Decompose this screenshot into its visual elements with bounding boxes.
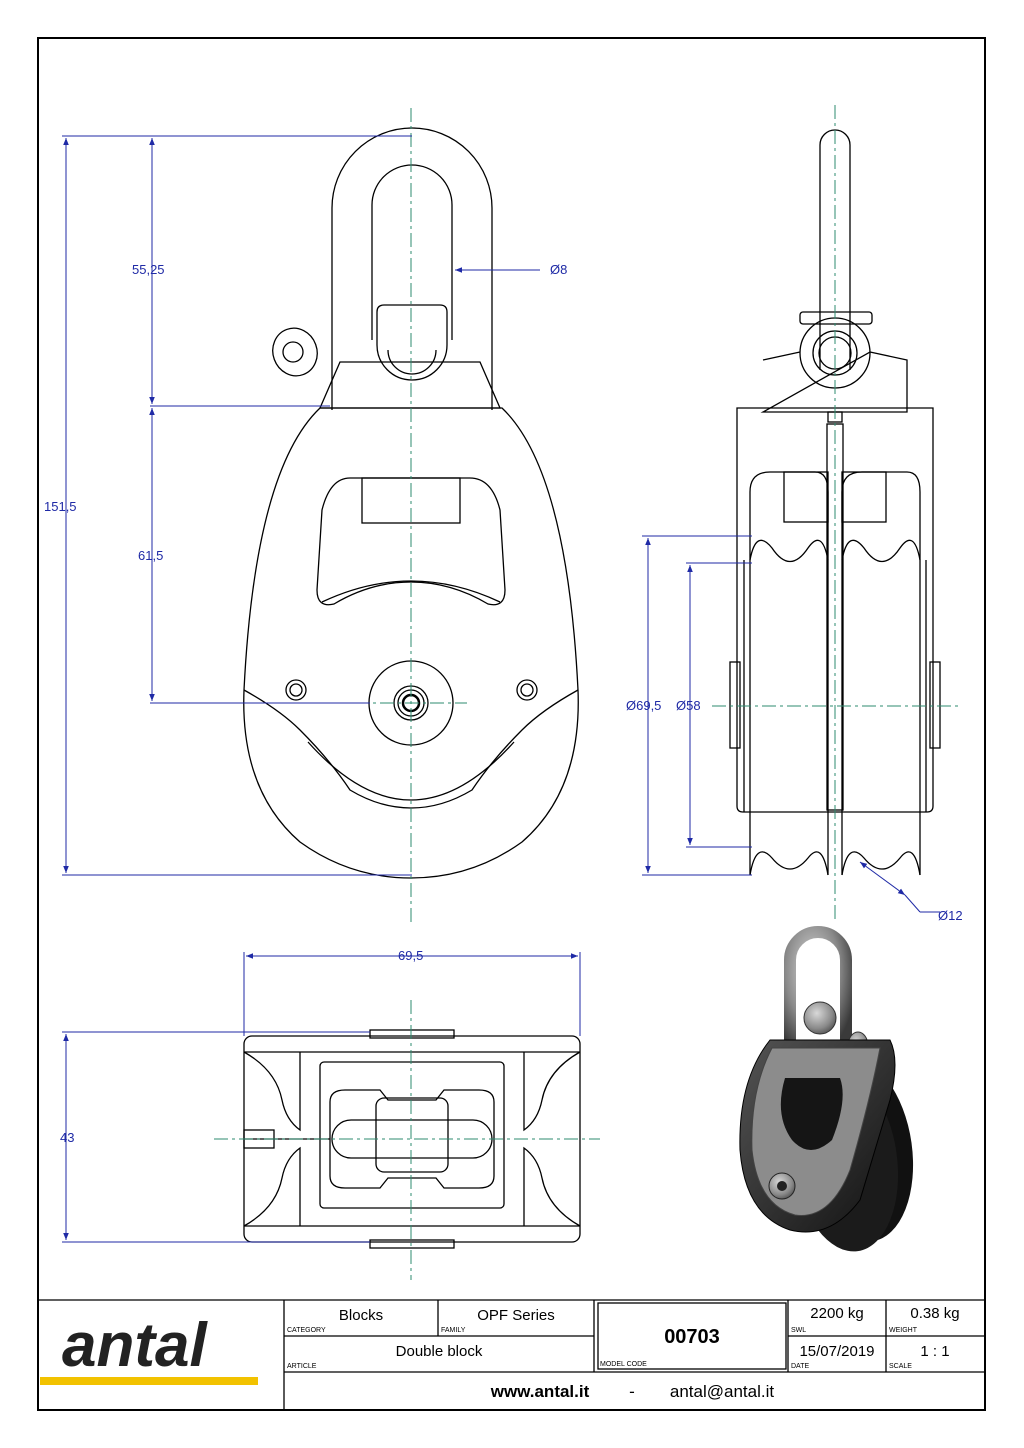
dim-69-5-label: 69,5	[398, 948, 423, 963]
model-code-caption: MODEL CODE	[600, 1361, 647, 1368]
email-link[interactable]: antal@antal.it	[670, 1382, 774, 1401]
article-value: Double block	[396, 1343, 483, 1360]
side-centerlines	[712, 105, 960, 920]
side-dimensions	[642, 535, 940, 913]
dim-43-label: 43	[60, 1130, 74, 1145]
front-dimensions	[62, 135, 540, 876]
dim-dia8-label: Ø8	[550, 262, 567, 277]
swl-caption: SWL	[791, 1327, 806, 1334]
dim-61-5-label: 61,5	[138, 548, 163, 563]
top-dimensions	[62, 952, 581, 1243]
article-caption: ARTICLE	[287, 1363, 317, 1370]
antal-logo: antal	[62, 1311, 208, 1380]
dim-dia58-label: Ø58	[676, 698, 701, 713]
category-caption: CATEGORY	[287, 1327, 326, 1334]
dim-dia69-5-label: Ø69,5	[626, 698, 661, 713]
weight-caption: WEIGHT	[889, 1327, 918, 1334]
date-caption: DATE	[791, 1363, 809, 1370]
top-view	[243, 1029, 581, 1249]
weight-value: 0.38 kg	[910, 1305, 959, 1322]
sheet-border	[37, 37, 986, 1411]
website-link[interactable]: www.antal.it	[490, 1382, 590, 1401]
dim-151-5-label: 151,5	[44, 499, 77, 514]
date-value: 15/07/2019	[799, 1343, 874, 1360]
dim-55-25-label: 55,25	[132, 262, 165, 277]
top-centerlines	[214, 1000, 600, 1280]
family-value: OPF Series	[477, 1307, 555, 1324]
dim-dia12-label: Ø12	[938, 908, 963, 923]
family-caption: FAMILY	[441, 1327, 466, 1334]
logo-yellow-bar	[40, 1377, 258, 1385]
contact-separator: -	[629, 1382, 635, 1401]
model-code-value: 00703	[664, 1326, 720, 1348]
scale-value: 1 : 1	[920, 1343, 949, 1360]
category-value: Blocks	[339, 1307, 383, 1324]
block-3d-render	[739, 926, 914, 1252]
swl-value: 2200 kg	[810, 1305, 863, 1322]
front-centerlines	[355, 108, 467, 922]
title-block	[38, 1299, 985, 1410]
scale-caption: SCALE	[889, 1363, 912, 1370]
